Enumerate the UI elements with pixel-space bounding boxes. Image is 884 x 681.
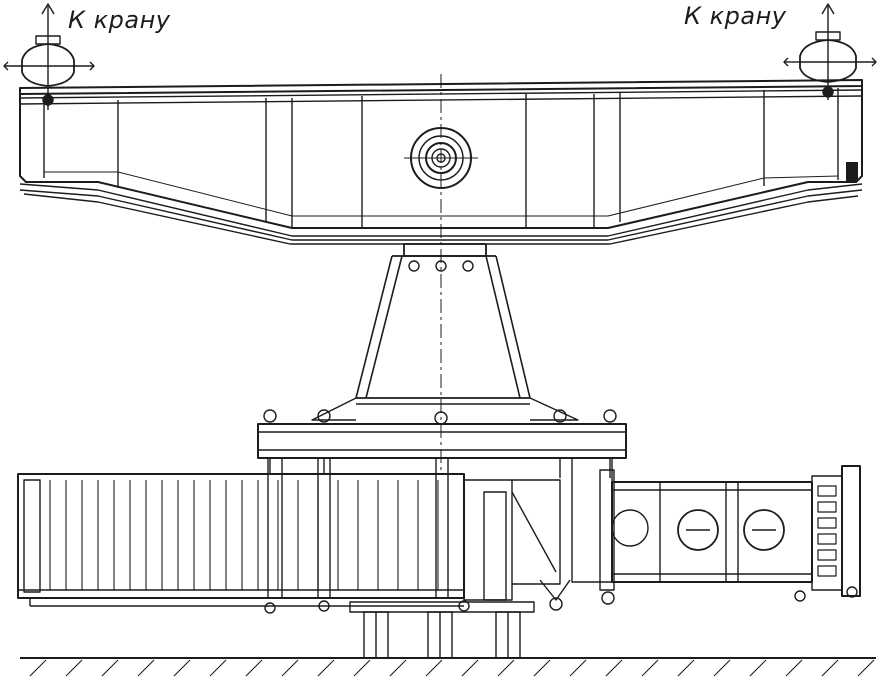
lifting-beam: [19, 74, 863, 470]
label-to-crane-left: К крану: [68, 6, 171, 34]
stator-core: [17, 457, 465, 607]
ground-line: [20, 657, 876, 677]
crane-hook-right: [783, 3, 877, 100]
hanger-frame: [311, 243, 579, 421]
support-posts: [349, 601, 535, 659]
pivot-bearing: [404, 127, 478, 189]
crane-hook-left: [3, 3, 95, 110]
label-to-crane-right: К крану: [684, 2, 787, 30]
right-frame-section: [264, 457, 861, 614]
yoke-crossbar: [257, 409, 627, 478]
